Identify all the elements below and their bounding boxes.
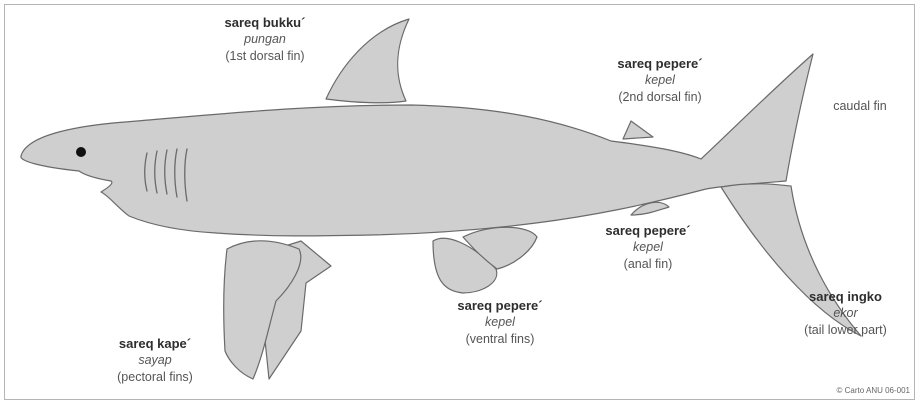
first-dorsal-fin-label: sareq bukku´ pungan (1st dorsal fin) [200, 14, 330, 65]
first-dorsal-fin [326, 19, 409, 103]
pectoral-fins-term: sareq kape´ [90, 335, 220, 352]
first-dorsal-fin-english: (1st dorsal fin) [200, 48, 330, 65]
ventral-fins-term: sareq pepere´ [435, 297, 565, 314]
caudal-fin-label: caudal fin [820, 98, 900, 115]
anal-fin-label: sareq pepere´ kepel (anal fin) [583, 222, 713, 273]
tail-lower-part-english: (tail lower part) [783, 322, 908, 339]
tail-lower-part-term: sareq ingko [783, 288, 908, 305]
caudal-fin-english: caudal fin [820, 98, 900, 115]
pectoral-fins-english: (pectoral fins) [90, 369, 220, 386]
pectoral-fins-local-name: sayap [90, 352, 220, 369]
tail-lower-part-label: sareq ingko ekor (tail lower part) [783, 288, 908, 339]
second-dorsal-fin [623, 121, 653, 139]
second-dorsal-fin-english: (2nd dorsal fin) [595, 89, 725, 106]
second-dorsal-fin-label: sareq pepere´ kepel (2nd dorsal fin) [595, 55, 725, 106]
first-dorsal-fin-local-name: pungan [200, 31, 330, 48]
pectoral-fins-label: sareq kape´ sayap (pectoral fins) [90, 335, 220, 386]
ventral-fins-label: sareq pepere´ kepel (ventral fins) [435, 297, 565, 348]
anal-fin-local-name: kepel [583, 239, 713, 256]
second-dorsal-fin-term: sareq pepere´ [595, 55, 725, 72]
anal-fin-english: (anal fin) [583, 256, 713, 273]
tail-lower-part-local-name: ekor [783, 305, 908, 322]
eye-icon [76, 147, 86, 157]
anal-fin-term: sareq pepere´ [583, 222, 713, 239]
copyright-credit: © Carto ANU 06-001 [837, 386, 910, 395]
second-dorsal-fin-local-name: kepel [595, 72, 725, 89]
ventral-fins-local-name: kepel [435, 314, 565, 331]
diagram-frame: sareq bukku´ pungan (1st dorsal fin) sar… [4, 4, 915, 400]
ventral-fins-english: (ventral fins) [435, 331, 565, 348]
first-dorsal-fin-term: sareq bukku´ [200, 14, 330, 31]
